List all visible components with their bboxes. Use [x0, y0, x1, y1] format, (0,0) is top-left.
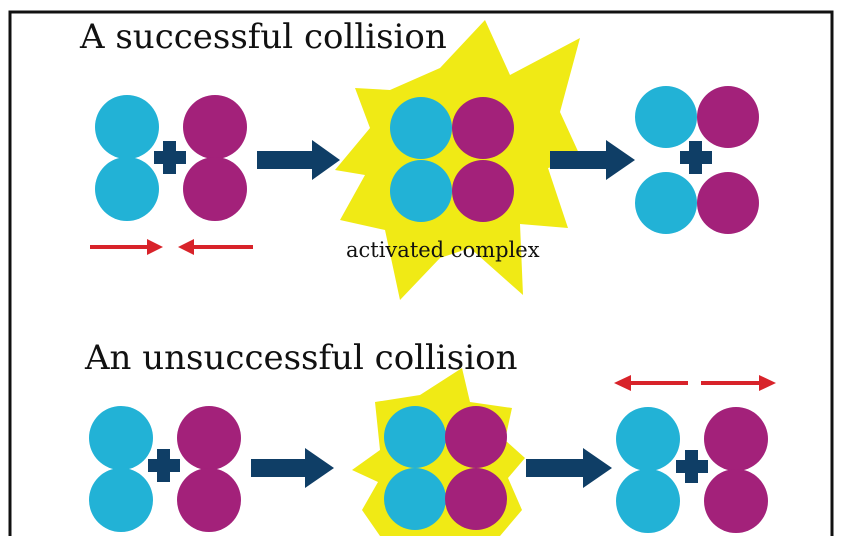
atom-b	[704, 469, 768, 533]
atom-b	[697, 172, 759, 234]
starburst-icon	[335, 20, 582, 300]
atom-a	[95, 95, 159, 159]
unsuccessful-product-b	[704, 407, 768, 533]
atom-b	[183, 95, 247, 159]
successful-product-1	[635, 86, 759, 148]
reaction-arrow-icon	[526, 448, 612, 488]
unsuccessful-complex	[384, 406, 507, 530]
atom-b	[697, 86, 759, 148]
plus-icon	[680, 141, 712, 174]
unsuccessful-reactant-a	[89, 406, 153, 532]
atom-a	[616, 407, 680, 471]
atom-a	[95, 157, 159, 221]
unsuccessful-product-a	[616, 407, 680, 533]
motion-arrow-right-icon	[90, 239, 163, 255]
activated-complex-caption: activated complex	[346, 238, 540, 262]
unsuccessful-title: An unsuccessful collision	[84, 338, 518, 378]
atom-b	[704, 407, 768, 471]
unsuccessful-reactant-b	[177, 406, 241, 532]
plus-icon	[154, 141, 186, 174]
atom-b	[177, 468, 241, 532]
atom-a	[89, 406, 153, 470]
successful-reactant-b	[183, 95, 247, 221]
successful-product-2	[635, 172, 759, 234]
atom-b	[445, 406, 507, 468]
motion-arrow-right-icon	[701, 375, 776, 391]
motion-arrow-left-icon	[614, 375, 688, 391]
atom-a	[635, 86, 697, 148]
reaction-arrow-icon	[257, 140, 340, 180]
atom-b	[445, 468, 507, 530]
atom-a	[616, 469, 680, 533]
atom-b	[177, 406, 241, 470]
atom-b	[452, 160, 514, 222]
frame-border	[8, 10, 834, 536]
plus-icon	[676, 450, 708, 483]
successful-title: A successful collision	[79, 17, 447, 57]
reaction-arrow-icon	[251, 448, 334, 488]
atom-b	[452, 97, 514, 159]
reaction-arrow-icon	[550, 140, 635, 180]
atom-a	[390, 160, 452, 222]
successful-reactant-a	[95, 95, 159, 221]
atom-a	[384, 468, 446, 530]
plus-icon	[148, 449, 180, 482]
atom-b	[183, 157, 247, 221]
atom-a	[89, 468, 153, 532]
motion-arrow-left-icon	[178, 239, 253, 255]
atom-a	[635, 172, 697, 234]
atom-a	[384, 406, 446, 468]
activated-complex	[390, 97, 514, 222]
atom-a	[390, 97, 452, 159]
